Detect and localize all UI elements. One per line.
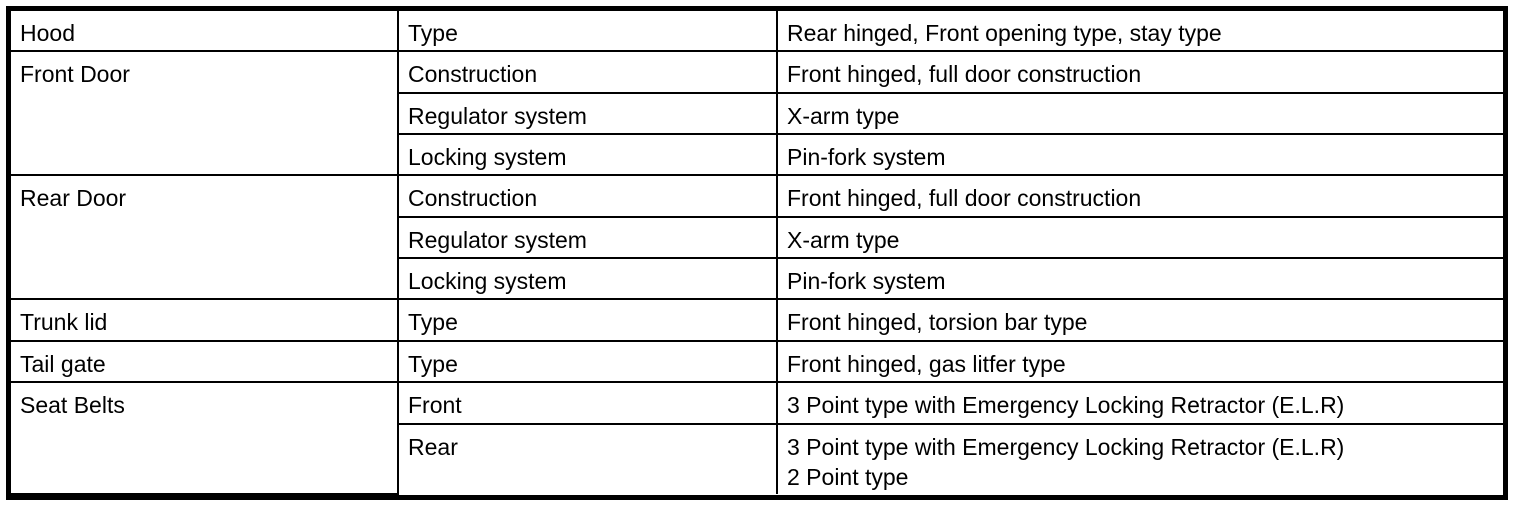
spec-label: Pin-fork system bbox=[787, 144, 946, 171]
item-label: Construction bbox=[408, 61, 538, 88]
table-row: Locking system Pin-fork system bbox=[11, 257, 1503, 301]
table-row: Regulator system X-arm type bbox=[11, 91, 1503, 136]
item-cell: Locking system bbox=[397, 257, 778, 301]
item-cell: Construction bbox=[397, 174, 778, 218]
spec-label: Front hinged, gas litfer type bbox=[787, 350, 1066, 377]
spec-cell: X-arm type bbox=[776, 215, 1503, 260]
item-cell: Regulator system bbox=[397, 91, 778, 136]
item-label: Front bbox=[408, 392, 462, 419]
item-label: Regulator system bbox=[408, 226, 587, 253]
table-row: Seat Belts Front 3 Point type with Emerg… bbox=[11, 381, 1503, 495]
spec-label: 3 Point type with Emergency Locking Retr… bbox=[787, 392, 1345, 419]
item-label: Regulator system bbox=[408, 102, 587, 129]
group-label: Front Door bbox=[20, 61, 130, 88]
item-cell: Front bbox=[397, 381, 778, 425]
spec-cell: Rear hinged, Front opening type, stay ty… bbox=[776, 11, 1503, 53]
item-label: Type bbox=[408, 309, 458, 336]
table-row: Trunk lid Type Front hinged, torsion bar… bbox=[11, 298, 1503, 342]
item-label: Type bbox=[408, 20, 458, 46]
group-label: Rear Door bbox=[20, 185, 127, 212]
item-label: Rear bbox=[408, 433, 458, 460]
item-label: Type bbox=[408, 350, 458, 377]
item-cell: Type bbox=[397, 339, 778, 384]
spec-cell: Front hinged, full door construction bbox=[776, 174, 1503, 218]
spec-cell: Pin-fork system bbox=[776, 133, 1503, 177]
table-row: Front Door Construction Front hinged, fu… bbox=[11, 50, 1503, 177]
table-row: Rear Door Construction Front hinged, ful… bbox=[11, 174, 1503, 301]
spec-label: Front hinged, full door construction bbox=[787, 61, 1142, 88]
group-label: Tail gate bbox=[20, 350, 106, 377]
item-cell: Type bbox=[397, 11, 778, 53]
spec-cell: 3 Point type with Emergency Locking Retr… bbox=[776, 381, 1503, 425]
spec-label: Rear hinged, Front opening type, stay ty… bbox=[787, 20, 1222, 46]
table-row: Hood Type Rear hinged, Front opening typ… bbox=[11, 11, 1503, 53]
spec-label: X-arm type bbox=[787, 102, 900, 129]
group-label: Trunk lid bbox=[20, 309, 108, 336]
spec-cell: Front hinged, full door construction bbox=[776, 50, 1503, 94]
table-row: Locking system Pin-fork system bbox=[11, 133, 1503, 177]
group-cell-tail-gate: Tail gate bbox=[11, 339, 399, 384]
item-cell: Locking system bbox=[397, 133, 778, 177]
spec-cell: Pin-fork system bbox=[776, 257, 1503, 301]
specification-table: Hood Type Rear hinged, Front opening typ… bbox=[11, 11, 1503, 495]
group-cell-front-door: Front Door bbox=[11, 50, 399, 177]
specification-table-container: Hood Type Rear hinged, Front opening typ… bbox=[6, 6, 1508, 500]
group-label: Seat Belts bbox=[20, 392, 125, 419]
group-label: Hood bbox=[20, 20, 75, 46]
table-row: Rear 3 Point type with Emergency Locking… bbox=[11, 422, 1503, 494]
specification-table-body: Hood Type Rear hinged, Front opening typ… bbox=[11, 11, 1503, 495]
item-cell: Type bbox=[397, 298, 778, 342]
spec-label: Pin-fork system bbox=[787, 268, 946, 295]
item-cell: Construction bbox=[397, 50, 778, 94]
item-cell: Rear bbox=[397, 422, 778, 494]
group-cell-hood: Hood bbox=[11, 11, 399, 53]
spec-label: Front hinged, torsion bar type bbox=[787, 309, 1088, 336]
item-label: Construction bbox=[408, 185, 538, 212]
item-cell: Regulator system bbox=[397, 215, 778, 260]
group-cell-trunk-lid: Trunk lid bbox=[11, 298, 399, 342]
spec-cell: Front hinged, gas litfer type bbox=[776, 339, 1503, 384]
group-cell-rear-door: Rear Door bbox=[11, 174, 399, 301]
spec-cell: 3 Point type with Emergency Locking Retr… bbox=[776, 422, 1503, 494]
group-cell-seat-belts: Seat Belts bbox=[11, 381, 399, 495]
spec-cell: X-arm type bbox=[776, 91, 1503, 136]
spec-label: X-arm type bbox=[787, 226, 900, 253]
table-row: Tail gate Type Front hinged, gas litfer … bbox=[11, 339, 1503, 384]
table-row: Regulator system X-arm type bbox=[11, 215, 1503, 260]
spec-label: 3 Point type with Emergency Locking Retr… bbox=[787, 433, 1345, 490]
spec-cell: Front hinged, torsion bar type bbox=[776, 298, 1503, 342]
item-label: Locking system bbox=[408, 144, 567, 171]
spec-label: Front hinged, full door construction bbox=[787, 185, 1142, 212]
item-label: Locking system bbox=[408, 268, 567, 295]
